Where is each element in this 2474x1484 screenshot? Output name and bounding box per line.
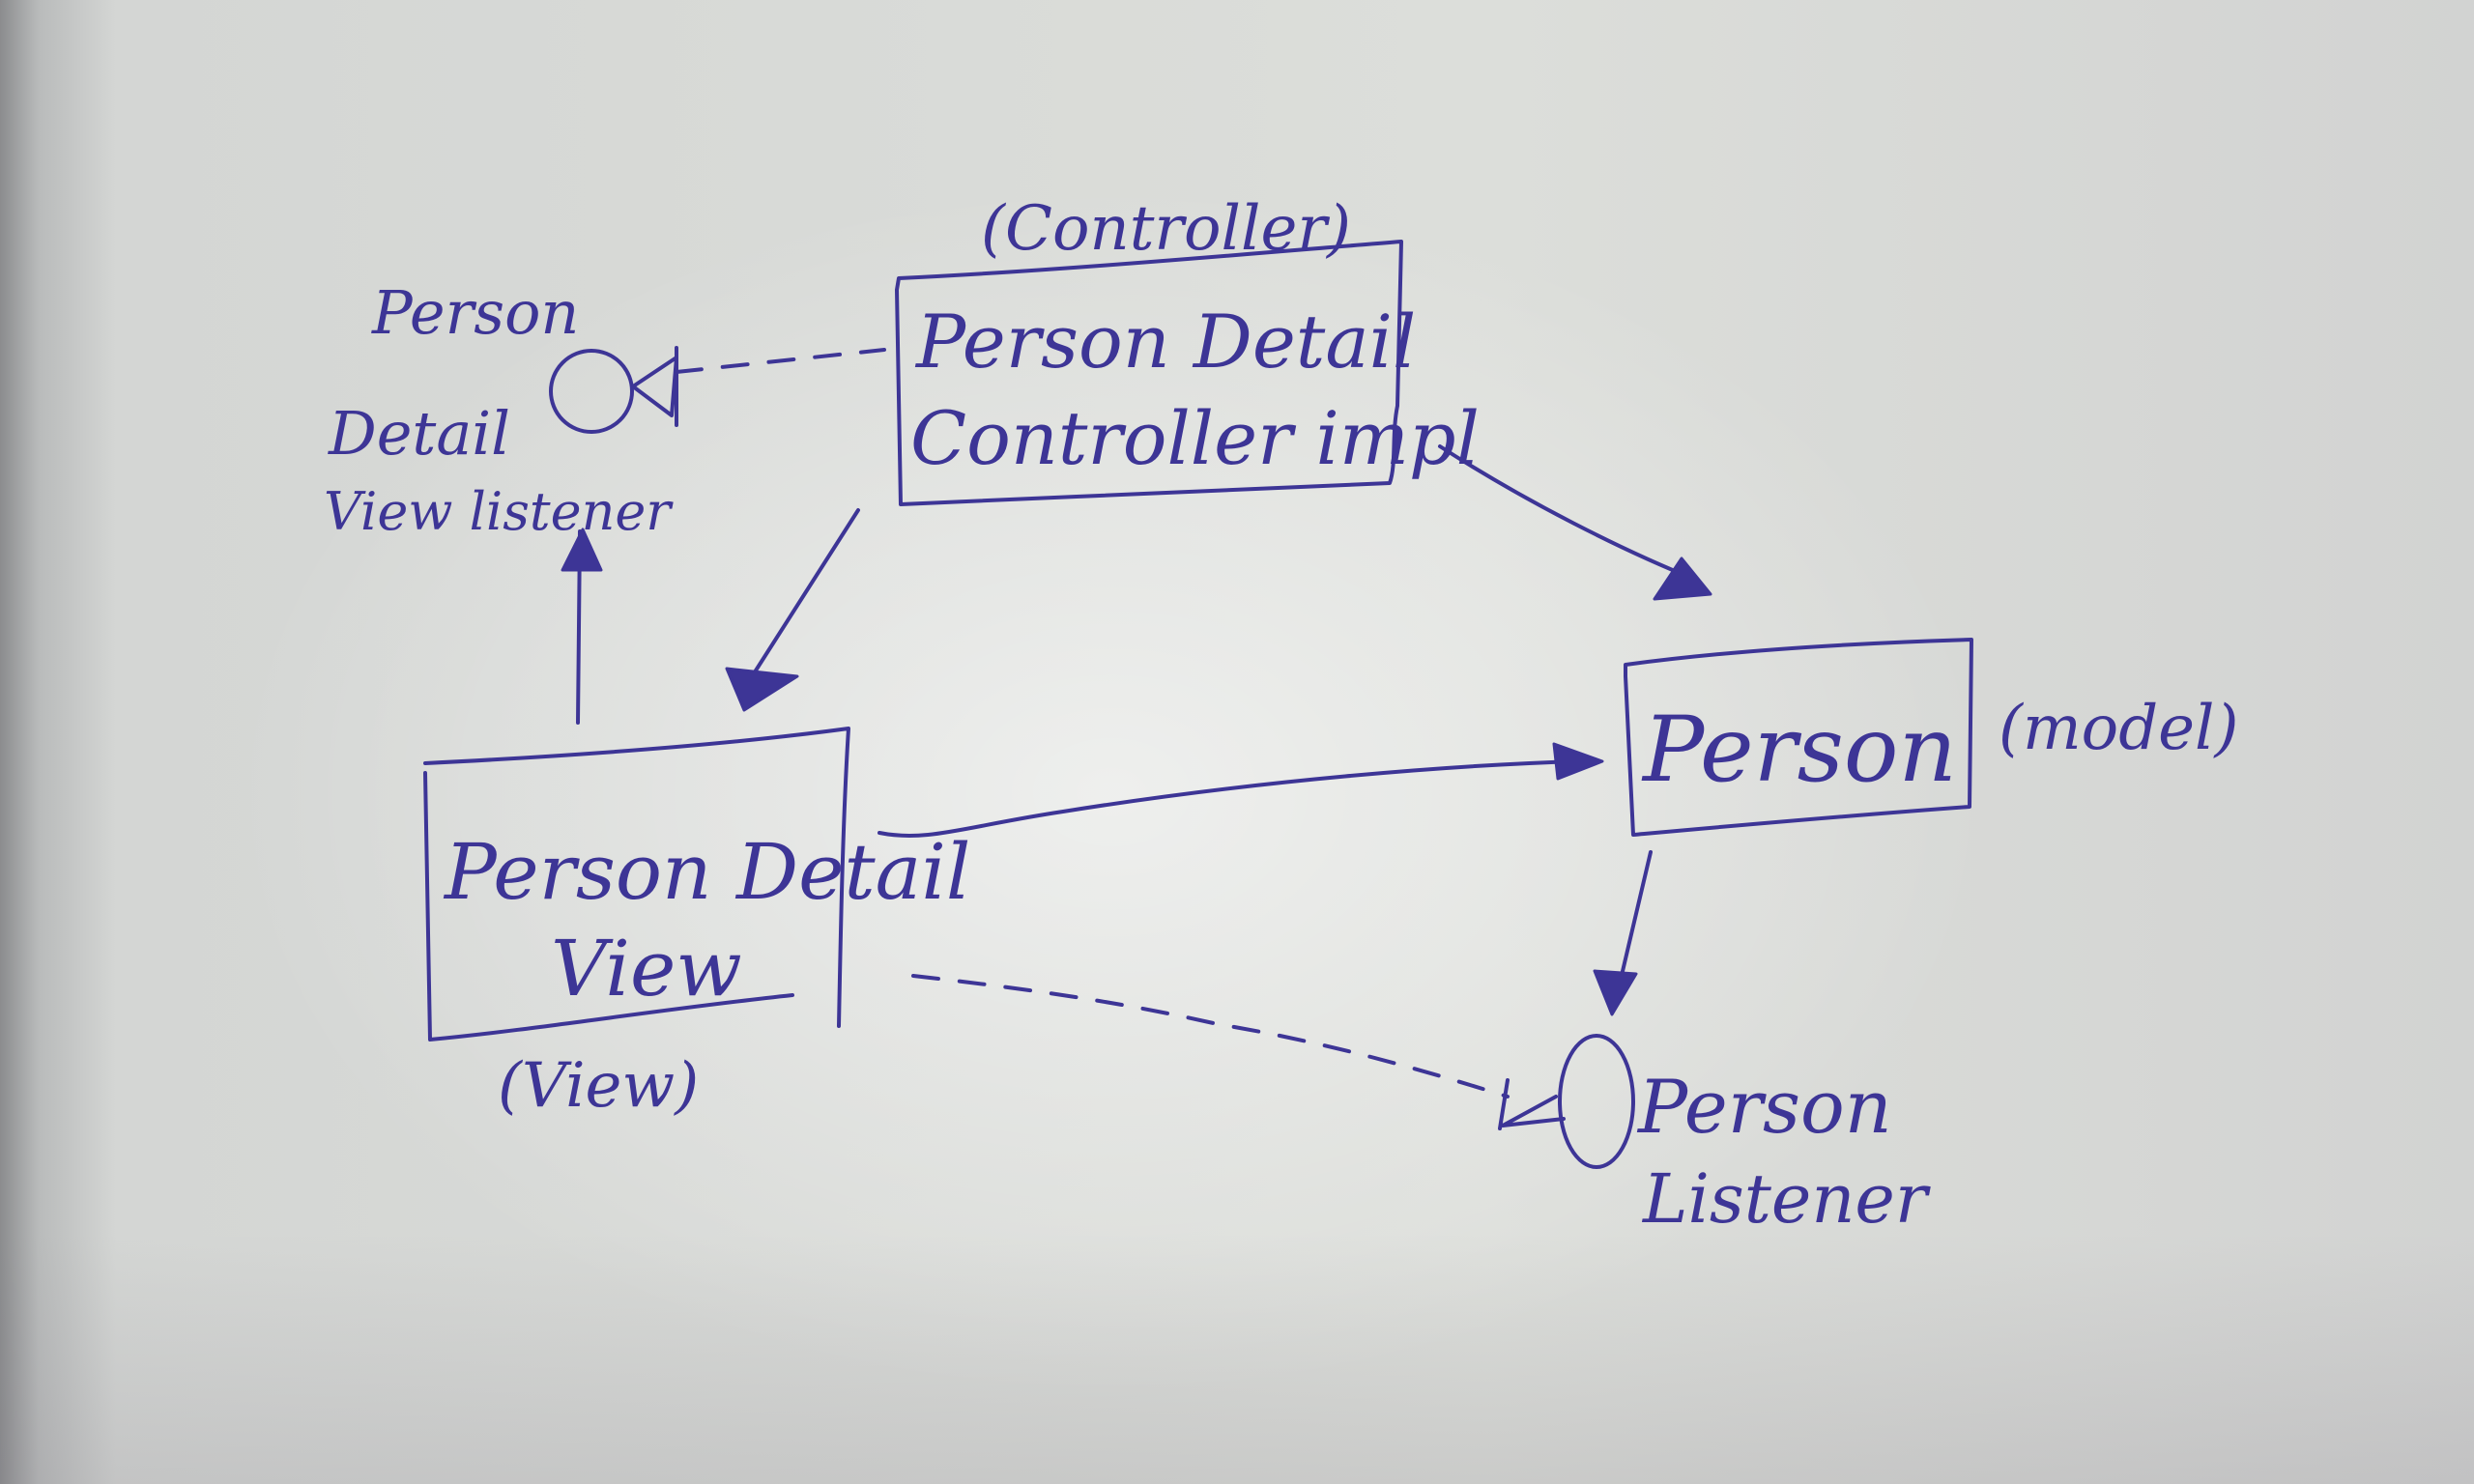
controller-node: (Controller) Person Detail Controller im… <box>895 193 1480 506</box>
person-listener-node: Person Listener <box>1498 1034 1931 1239</box>
view-listener-node: Person Detail View listener <box>324 277 678 542</box>
controller-label-line2: Controller impl <box>910 395 1480 481</box>
view-implements-person-listener-dashed <box>911 974 1510 1099</box>
controller-to-view-arrowhead <box>725 667 799 712</box>
model-label: Person <box>1641 698 1957 803</box>
view-label-line2: View <box>551 924 742 1013</box>
controller-to-view-arrow-line <box>747 508 860 683</box>
view-to-model-arrow-line <box>877 759 1582 838</box>
view-node: Person Detail View (View) <box>423 727 971 1122</box>
view-listener-realization-arrowhead <box>631 346 678 427</box>
controller-label-line1: Person Detail <box>914 299 1416 385</box>
controller-to-model-arrowhead <box>1653 556 1712 601</box>
paper-shadow <box>0 1233 2474 1484</box>
person-listener-label-line1: Person <box>1636 1064 1892 1150</box>
controller-box <box>895 240 1403 506</box>
view-listener-label-line1: Person <box>371 277 579 348</box>
model-box <box>1624 638 1973 837</box>
model-role-label: (model) <box>1999 693 2238 764</box>
view-listener-interface-circle <box>549 349 634 434</box>
view-role-label: (View) <box>498 1050 699 1122</box>
controller-implements-listener-dashed <box>675 348 886 374</box>
person-listener-interface-circle <box>1558 1034 1635 1169</box>
model-node: Person (model) <box>1624 638 2238 837</box>
view-listener-label-line3: View listener <box>324 481 674 542</box>
person-listener-label-line2: Listener <box>1641 1159 1931 1239</box>
view-to-listener-arrowhead <box>561 528 603 572</box>
person-listener-realization-arrowhead <box>1498 1078 1566 1130</box>
controller-role-label: (Controller) <box>981 193 1351 265</box>
view-box <box>423 727 850 1042</box>
view-to-model-arrowhead <box>1552 742 1604 781</box>
controller-to-model-arrow-line <box>1438 444 1698 582</box>
view-listener-label-line2: Detail <box>328 398 510 469</box>
model-to-person-listener-arrowhead <box>1593 969 1638 1016</box>
view-label-line1: Person Detail <box>443 827 971 917</box>
